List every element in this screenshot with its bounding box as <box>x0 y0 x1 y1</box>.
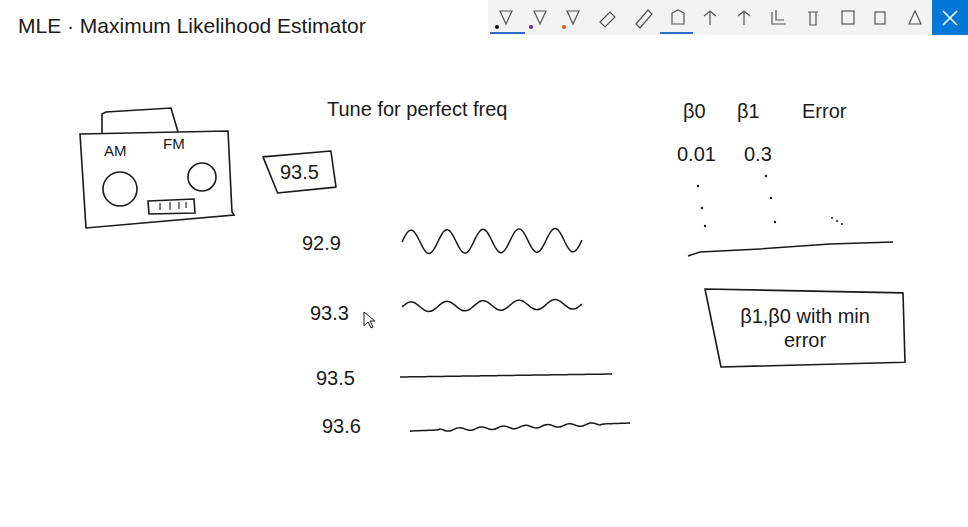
box-outline <box>704 288 906 368</box>
tool-underline <box>490 32 525 34</box>
radio-handle <box>102 108 178 134</box>
heading-note: Tune for perfect freq <box>327 97 507 121</box>
frequency-value: 92.9 <box>302 231 341 255</box>
column-header: β1 <box>737 99 760 123</box>
radio-case <box>80 131 234 228</box>
table-rule <box>688 242 893 256</box>
signal-wave <box>402 229 582 254</box>
frequency-value: 93.3 <box>310 301 349 325</box>
color-dot <box>495 25 499 29</box>
frequency-box: 93.5 <box>262 150 337 194</box>
outline-stroke <box>263 151 336 193</box>
table-cell: 0.3 <box>744 142 772 166</box>
slot-ticks <box>160 202 186 210</box>
toolbar-icons <box>500 10 921 28</box>
ellipsis-dots <box>697 175 843 227</box>
result-box: β1,β0 with min error <box>704 288 906 368</box>
page-title: MLE · Maximum Likelihood Estimator <box>18 13 366 38</box>
signal-wave <box>400 374 612 377</box>
signal-wave <box>402 300 582 312</box>
radio-drawing <box>78 104 236 230</box>
close-icon <box>943 11 957 25</box>
frequency-value: 93.5 <box>316 366 355 390</box>
close-button <box>932 0 968 35</box>
speaker-slot <box>148 199 195 214</box>
table-cell: 0.01 <box>677 142 716 166</box>
tuning-knob <box>103 172 137 206</box>
signal-wave <box>410 423 630 431</box>
box-text: β1,β0 with min error <box>730 304 880 352</box>
dial-label: FM <box>163 135 185 153</box>
volume-knob <box>188 163 216 191</box>
column-header: β0 <box>683 99 706 123</box>
dial-label: AM <box>104 142 127 160</box>
box-text: 93.5 <box>280 160 319 184</box>
mouse-cursor <box>364 312 375 328</box>
tool-underline <box>660 32 693 34</box>
toolbar <box>488 0 968 35</box>
outline-stroke <box>705 289 905 367</box>
color-dot <box>562 25 566 29</box>
column-header: Error <box>802 99 846 123</box>
radio-body: AM FM <box>78 104 236 230</box>
color-dot <box>529 25 533 29</box>
frequency-value: 93.6 <box>322 414 361 438</box>
